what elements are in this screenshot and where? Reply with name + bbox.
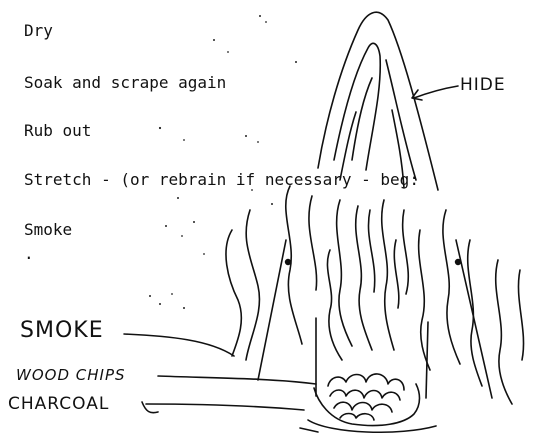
wood-chips-leader (158, 376, 316, 384)
smoke-leader (124, 334, 234, 356)
pole-right (456, 240, 492, 398)
step-stretch: Stretch - (or rebrain if necessary - beg… (24, 170, 419, 189)
hide-inner-left (334, 43, 380, 170)
label-hide: HIDE (460, 75, 506, 95)
step-smoke: Smoke (24, 220, 72, 239)
label-wood-chips: WOOD CHIPS (16, 366, 126, 384)
smoke-plume-left (226, 230, 241, 356)
step-rub-out: Rub out (24, 121, 91, 140)
pole-left (258, 240, 286, 380)
step-ellipsis: . (24, 244, 34, 263)
hide-arrow (414, 86, 458, 98)
charcoal-leader (146, 404, 304, 410)
stake-right (426, 322, 428, 398)
smoke-plume-right (443, 210, 460, 364)
wood-chips (328, 374, 404, 390)
label-smoke: SMOKE (20, 318, 104, 343)
step-dry: Dry (24, 21, 53, 40)
label-charcoal: CHARCOAL (8, 394, 109, 414)
step-soak-and-scrape: Soak and scrape again (24, 73, 226, 92)
